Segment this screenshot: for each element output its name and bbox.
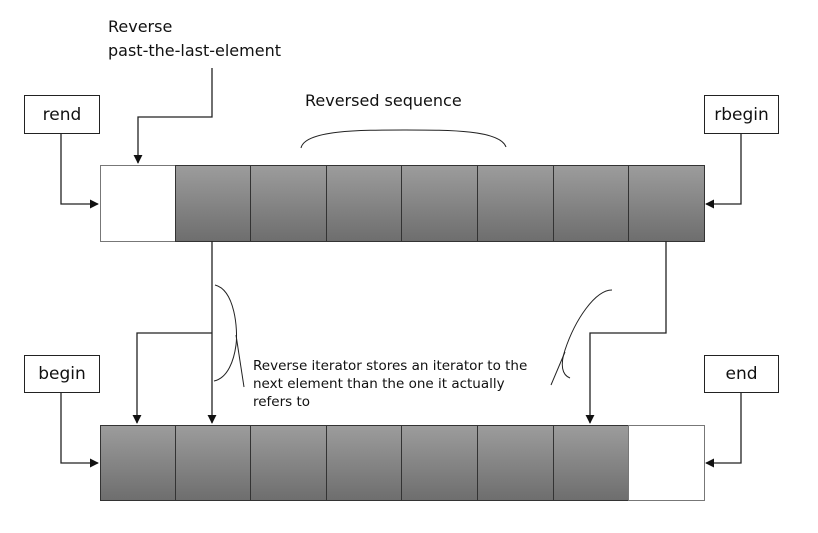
rend-box: rend — [24, 95, 100, 134]
forward-array-empty-cell — [628, 425, 705, 501]
rbegin-label: rbegin — [714, 104, 769, 125]
rend-deref-arrow — [132, 332, 212, 424]
forward-array-element-cell — [175, 425, 251, 501]
begin-arrow — [60, 393, 99, 468]
explanation-line2: next element than the one it actually — [253, 376, 505, 392]
rbegin-box: rbegin — [704, 95, 779, 134]
reversed-array-element-cell — [401, 165, 478, 242]
explanation-line1: Reverse iterator stores an iterator to t… — [253, 358, 528, 374]
right-callout-tail — [550, 351, 566, 386]
rbegin-deref-arrow — [585, 241, 667, 424]
forward-array-element-cell — [326, 425, 402, 501]
rbegin-arrow — [705, 134, 742, 209]
past-the-last-arrow — [133, 68, 213, 164]
reversed-array-element-cell — [477, 165, 554, 242]
rend-arrow — [60, 134, 99, 209]
end-arrow — [705, 393, 742, 468]
begin-box: begin — [24, 355, 100, 393]
forward-array-element-cell — [401, 425, 478, 501]
left-callout-bracket — [213, 284, 237, 382]
end-label: end — [725, 364, 758, 384]
reverse-past-the-last-label-line2: past-the-last-element — [108, 41, 281, 60]
forward-array-element-cell — [250, 425, 327, 501]
forward-array-element-cell — [553, 425, 629, 501]
reversed-array-element-cell — [175, 165, 251, 242]
reversed-array-element-cell — [553, 165, 629, 242]
begin-label: begin — [38, 364, 86, 384]
sequence-brace — [300, 129, 507, 149]
right-callout-bracket — [561, 289, 613, 379]
reversed-sequence-label: Reversed sequence — [305, 91, 462, 110]
reversed-array-element-cell — [250, 165, 327, 242]
reversed-array-element-cell — [326, 165, 402, 242]
end-box: end — [704, 355, 779, 393]
left-callout-tail — [235, 334, 245, 388]
rend-label: rend — [42, 104, 82, 125]
forward-array-element-cell — [100, 425, 176, 501]
reverse-past-the-last-label-line1: Reverse — [108, 17, 173, 36]
explanation-line3: refers to — [253, 394, 311, 410]
